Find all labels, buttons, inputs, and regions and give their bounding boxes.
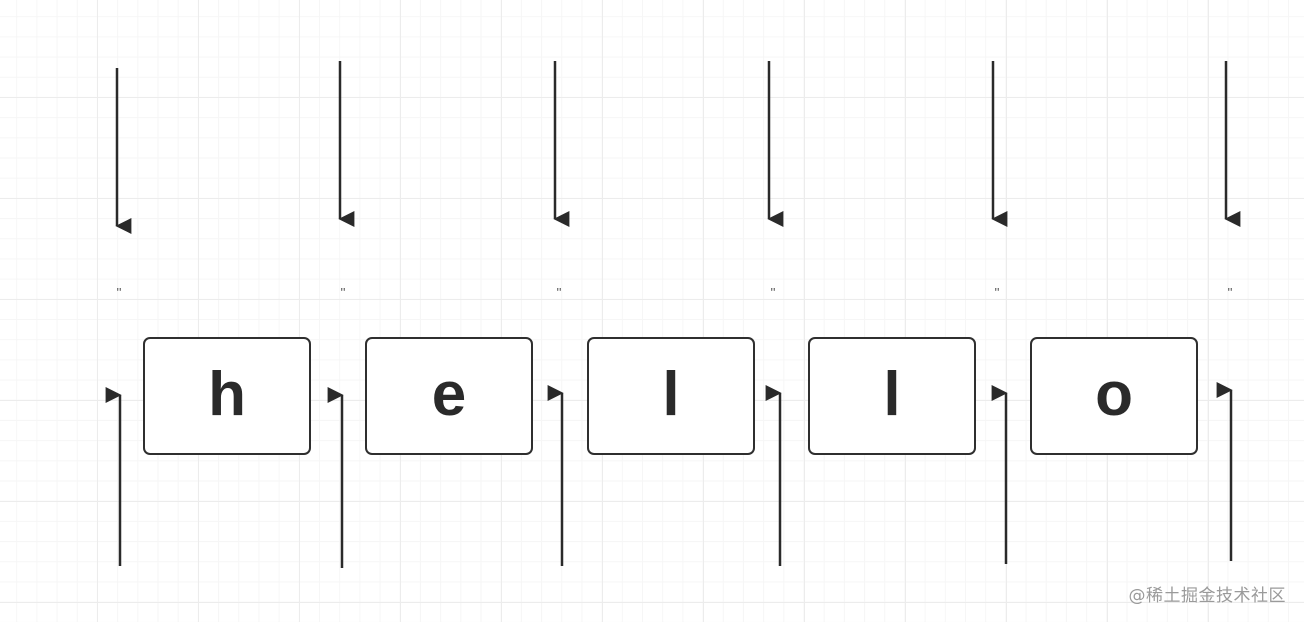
gap-label-3: '' [556,285,562,300]
gap-label-5: '' [994,285,1000,300]
letter-h: h [208,360,246,429]
gap-label-2: '' [340,285,346,300]
gap-label-4: '' [770,285,776,300]
letter-box-l-1: l [587,337,755,455]
letter-box-o: o [1030,337,1198,455]
letter-l-1: l [662,360,680,429]
letter-box-l-2: l [808,337,976,455]
letter-box-e: e [365,337,533,455]
letter-l-2: l [883,360,901,429]
letter-box-h: h [143,337,311,455]
gap-label-1: '' [116,285,122,300]
watermark: @稀土掘金技术社区 [1128,586,1286,606]
letter-e: e [431,360,467,429]
letter-o: o [1095,360,1133,429]
gap-label-6: '' [1227,285,1233,300]
